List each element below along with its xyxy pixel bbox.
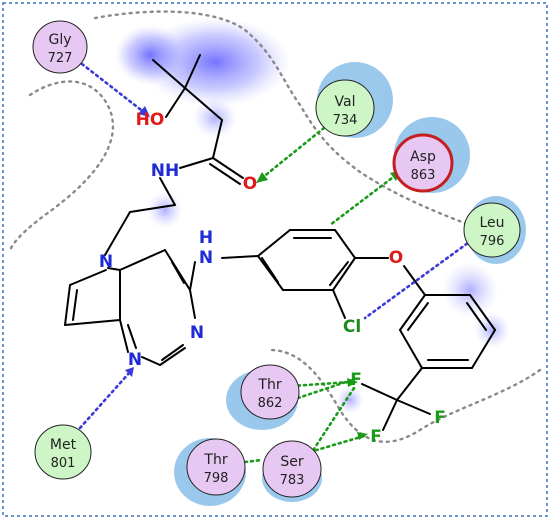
binding-pocket-outline [8,10,542,443]
hbond-ser783-f3 [308,434,366,454]
atom-amine-n: N [199,248,213,268]
residue-asp863: Asp 863 [392,133,454,193]
residues: Gly 727 Val 734 Asp 863 Leu 796 Thr 862 … [32,20,521,498]
residue-gly727: Gly 727 [32,20,88,74]
svg-text:Val: Val [335,94,356,110]
hbond-ser783-f1 [308,383,358,457]
atom-nh: NH [151,161,179,181]
atom-f3: F [370,427,382,447]
svg-text:862: 862 [258,396,283,411]
svg-text:734: 734 [333,113,358,128]
svg-text:798: 798 [204,471,229,486]
svg-text:Thr: Thr [257,377,281,393]
atom-f2: F [434,408,446,428]
residue-thr798: Thr 798 [186,438,246,496]
hbond-thr862-f2 [290,378,354,402]
hbond-met801-n [78,370,132,430]
residue-thr862: Thr 862 [240,364,300,420]
residue-ser783: Ser 783 [262,440,322,498]
interaction-lines [78,62,474,464]
atom-n-pyrrole: N [99,252,113,272]
halogen-leu796-cl [363,238,474,320]
residue-leu796: Leu 796 [463,202,521,258]
residue-val734: Val 734 [315,79,375,137]
solvent-exposure-regions [115,17,510,414]
atom-amine-h: H [199,228,213,248]
svg-text:727: 727 [48,51,73,66]
svg-text:Asp: Asp [410,149,436,165]
svg-text:Gly: Gly [48,32,71,48]
atom-cl: Cl [343,317,361,337]
atom-ho: HO [136,110,165,130]
atom-o-ether: O [389,248,403,268]
svg-text:Ser: Ser [280,454,304,470]
hbond-asp863-nh [328,173,398,227]
hbond-gly727-ho [80,62,147,115]
hbond-thr862-f [290,380,352,388]
svg-text:796: 796 [480,234,505,249]
hbond-thr798-ser783 [243,458,264,464]
svg-text:863: 863 [411,168,436,183]
svg-text:783: 783 [280,473,305,488]
svg-text:Thr: Thr [203,452,227,468]
svg-text:801: 801 [51,456,76,471]
atom-labels: HO O NH N H N N N O Cl F F F [99,110,446,447]
molecule-bonds [64,54,496,431]
atom-f1: F [350,370,362,390]
residue-met801: Met 801 [34,424,92,480]
atom-n-pyrimidine-top: N [190,323,204,343]
hbond-val734-o [260,126,326,180]
svg-text:Leu: Leu [479,215,504,231]
atom-o-amide: O [243,174,257,194]
svg-text:Met: Met [50,437,77,453]
atom-n-pyrimidine-bottom: N [128,350,142,370]
